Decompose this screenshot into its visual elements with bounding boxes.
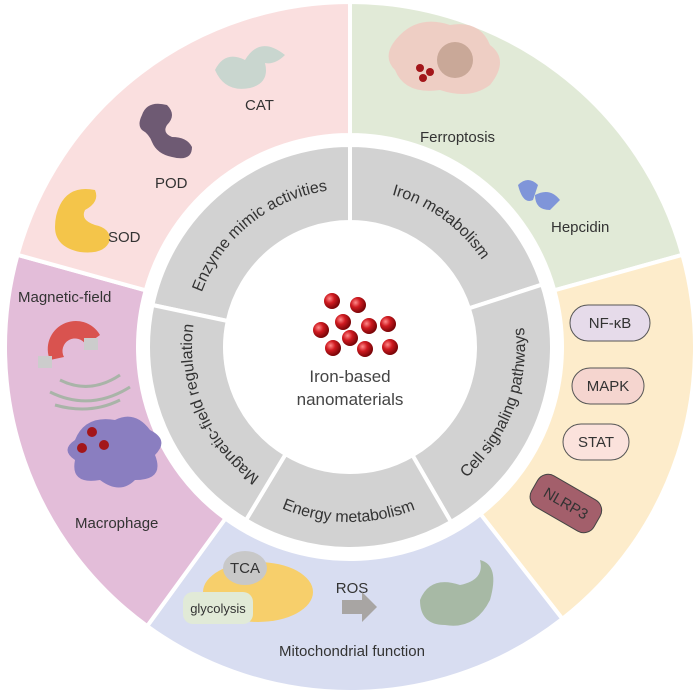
iron-particle-icon — [87, 427, 97, 437]
stat-pill — [562, 423, 630, 461]
macrophage-label: Macrophage — [75, 515, 158, 532]
tca-badge — [223, 551, 267, 585]
nanoparticle — [325, 340, 341, 356]
magnet-pole-icon — [84, 338, 98, 350]
nanoparticle — [361, 318, 377, 334]
stat-label: STAT — [578, 434, 614, 451]
mapk-label: MAPK — [587, 378, 630, 395]
ros-label: ROS — [336, 580, 369, 597]
ring-sectors — [146, 142, 554, 551]
magnetic-field-label: Magnetic-field — [18, 289, 111, 306]
glycolysis-badge — [183, 592, 253, 624]
pod-label: POD — [155, 175, 188, 192]
tca-label: TCA — [230, 560, 260, 577]
iron-particle-icon — [426, 68, 434, 76]
pod-enzyme-icon — [139, 103, 192, 159]
iron-particle-icon — [416, 64, 424, 72]
magnet-pole-icon — [38, 356, 52, 368]
magnet-icon — [47, 320, 100, 360]
hepcidin-icon — [518, 180, 560, 210]
sod-enzyme-icon — [55, 189, 110, 253]
arrow-right-icon — [342, 592, 377, 622]
iron-particle-icon — [419, 74, 427, 82]
cell-nucleus-icon — [437, 42, 473, 78]
center-title-line1: Iron-based — [309, 367, 390, 386]
sod-label: SOD — [108, 229, 141, 246]
center-circle — [225, 222, 475, 472]
cat-label: CAT — [245, 97, 274, 114]
mitochondrion-damaged-icon — [420, 560, 494, 626]
mapk-pill — [571, 367, 645, 405]
nanoparticle — [335, 314, 351, 330]
nfkb-label: NF-κB — [589, 315, 632, 332]
nanoparticles-icon — [313, 293, 398, 357]
nanoparticle — [382, 339, 398, 355]
nanoparticle — [357, 341, 373, 357]
center-title-line2: nanomaterials — [297, 390, 404, 409]
glycolysis-label: glycolysis — [190, 601, 246, 616]
nanoparticle — [324, 293, 340, 309]
nanoparticle — [350, 297, 366, 313]
nfkb-pill — [569, 304, 651, 342]
iron-particle-icon — [77, 443, 87, 453]
nanoparticle — [313, 322, 329, 338]
cat-enzyme-icon — [215, 46, 285, 89]
nanoparticle — [380, 316, 396, 332]
iron-particle-icon — [99, 440, 109, 450]
field-waves-icon — [49, 373, 131, 411]
hepcidin-label: Hepcidin — [551, 219, 609, 236]
mitochondrial-function-label: Mitochondrial function — [279, 643, 425, 660]
ferroptosis-label: Ferroptosis — [420, 129, 495, 146]
nanoparticle — [342, 330, 358, 346]
